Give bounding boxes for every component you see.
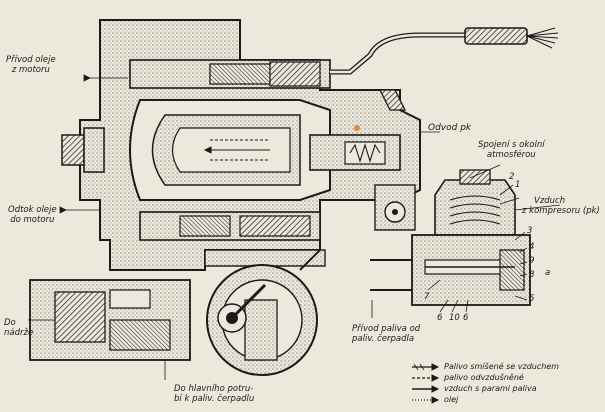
- part-number-4: 4: [529, 242, 535, 252]
- label-oil-outlet-line1: Odtok oleje: [8, 205, 57, 215]
- pressure-regulator: [370, 169, 531, 306]
- label-to-tank-line2: nádrže: [4, 328, 34, 338]
- label-fuel-supply: Přívod paliva od paliv. čerpadla: [352, 324, 420, 344]
- label-outlet-pk-text: Odvod pk: [428, 123, 472, 133]
- label-fuel-supply-line2: paliv. čerpadla: [352, 334, 415, 344]
- leader-lines: [28, 74, 561, 380]
- legend-text-0: Palivo smíšené se vzduchem: [444, 362, 560, 371]
- pump-body: [29, 279, 191, 361]
- legend-symbol-2: [412, 385, 440, 393]
- nozzle-body: [374, 184, 416, 231]
- label-compressor-air-line1: Vzduch: [534, 196, 566, 206]
- legend-symbol-1: [412, 374, 440, 382]
- part-number-5: 5: [529, 294, 535, 304]
- gear-pump: [206, 249, 321, 376]
- part-number-6b: 6: [463, 313, 469, 323]
- legend-row-3: olej: [444, 394, 458, 405]
- label-atmosphere-line1: Spojení s okolní: [478, 140, 545, 150]
- legend-symbols: [412, 363, 440, 404]
- legend-text-2: vzduch s parami paliva: [444, 384, 537, 393]
- label-compressor-air-line2: z kompresoru (pk): [522, 206, 600, 216]
- label-compressor-air: Vzduch z kompresoru (pk): [522, 196, 600, 216]
- part-number-1: 1: [515, 180, 521, 190]
- label-outlet-pk: Odvod pk: [428, 123, 471, 133]
- label-oil-outlet: Odtok oleje do motoru: [8, 205, 57, 225]
- label-atmosphere: Spojení s okolní atmosférou: [478, 140, 545, 160]
- legend-row-1: palivo odvzdušněné: [444, 372, 524, 383]
- upper-valve-assembly: [129, 27, 559, 89]
- part-number-6: 6: [437, 313, 443, 323]
- label-oil-inlet: Přívod oleje z motoru: [6, 55, 56, 75]
- part-number-9: 9: [529, 256, 535, 266]
- label-oil-outlet-line2: do motoru: [10, 215, 55, 225]
- label-oil-inlet-line1: Přívod oleje: [6, 55, 56, 65]
- legend-text-3: olej: [444, 395, 459, 404]
- lower-valve-assembly: [139, 211, 326, 267]
- legend-symbol-0: [412, 363, 440, 371]
- legend-symbol-3: [412, 396, 440, 404]
- label-to-tank: Do nádrže: [4, 318, 33, 338]
- legend-row-2: vzduch s parami paliva: [444, 383, 537, 394]
- part-number-7: 7: [424, 292, 430, 302]
- part-number-2: 2: [509, 172, 515, 182]
- label-oil-inlet-line2: z motoru: [11, 65, 50, 75]
- label-atmosphere-line2: atmosférou: [486, 150, 536, 160]
- label-fuel-supply-line1: Přívod paliva od: [352, 324, 421, 334]
- part-number-3: 3: [527, 226, 533, 236]
- pressure-valve: [309, 89, 407, 171]
- part-letter-a: a: [545, 268, 551, 278]
- part-number-10: 10: [449, 313, 460, 323]
- part-number-8: 8: [529, 270, 535, 280]
- label-to-main-pipe-line2: bí k paliv. čerpadlu: [174, 394, 255, 404]
- label-to-main-pipe-line1: Do hlavního potru-: [174, 384, 254, 394]
- label-to-main-pipe: Do hlavního potru- bí k paliv. čerpadlu: [174, 384, 254, 404]
- label-to-tank-line1: Do: [4, 318, 16, 328]
- legend-text-1: palivo odvzdušněné: [444, 373, 524, 382]
- legend-row-0: Palivo smíšené se vzduchem: [444, 361, 559, 372]
